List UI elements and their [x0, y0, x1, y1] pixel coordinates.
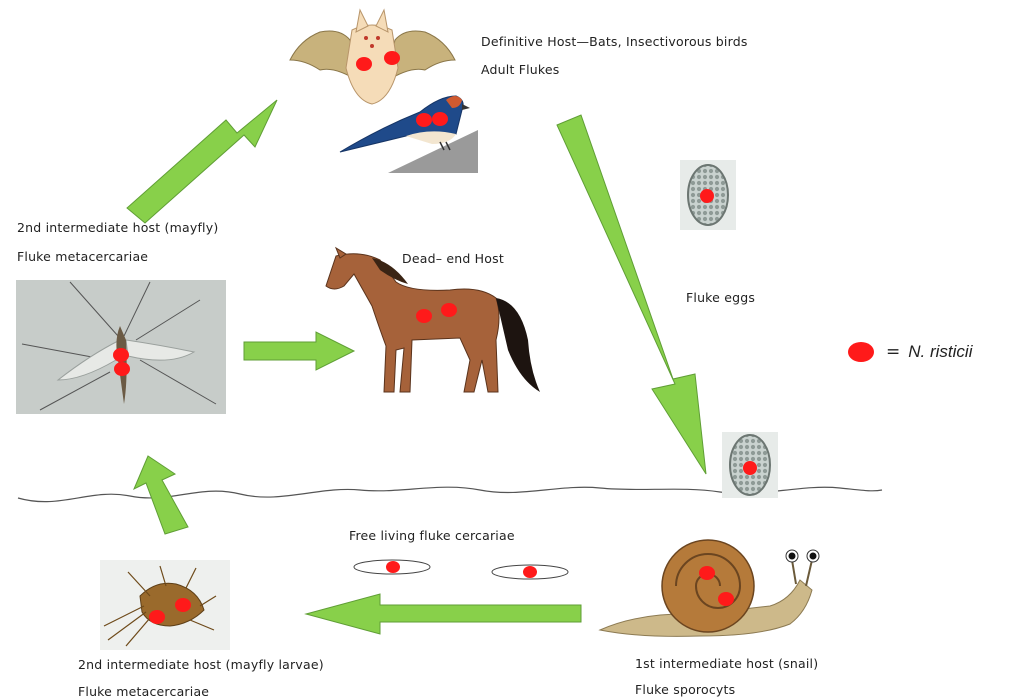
pathogen-marker	[114, 362, 130, 376]
mayfly-host-label: 2nd intermediate host (mayfly)	[17, 220, 218, 235]
snail-illustration	[600, 540, 819, 636]
pathogen-marker	[432, 112, 448, 126]
legend: = N. risticii	[848, 342, 972, 362]
arrow-snail-to-larvae	[306, 594, 581, 634]
pathogen-marker	[356, 57, 372, 71]
pathogen-marker	[699, 566, 715, 580]
fluke-metacercariae-top-label: Fluke metacercariae	[17, 249, 148, 264]
fluke-sporocyts-label: Fluke sporocyts	[635, 682, 735, 697]
pathogen-marker	[441, 303, 457, 317]
pathogen-marker	[384, 51, 400, 65]
legend-marker	[848, 342, 874, 362]
larvae-host-label: 2nd intermediate host (mayfly larvae)	[78, 657, 324, 672]
adult-flukes-label: Adult Flukes	[481, 62, 560, 77]
arrow-mayfly-to-horse	[244, 332, 354, 370]
horse-illustration	[326, 248, 540, 392]
legend-equals: =	[886, 342, 900, 362]
pathogen-marker	[175, 598, 191, 612]
swallow-illustration	[340, 96, 478, 173]
bat-illustration	[290, 10, 455, 104]
fluke-metacercariae-bottom-label: Fluke metacercariae	[78, 684, 209, 699]
free-living-cercariae-label: Free living fluke cercariae	[349, 528, 515, 543]
arrow-mayfly-to-definitive	[127, 100, 277, 223]
snail-host-label: 1st intermediate host (snail)	[635, 656, 818, 671]
pathogen-marker	[416, 309, 432, 323]
definitive-host-label: Definitive Host—Bats, Insectivorous bird…	[481, 34, 748, 49]
pathogen-marker	[743, 461, 757, 475]
pathogen-marker	[416, 113, 432, 127]
pathogen-marker	[700, 189, 714, 203]
pathogen-marker	[386, 561, 400, 573]
pathogen-marker	[113, 348, 129, 362]
pathogen-marker	[523, 566, 537, 578]
dead-end-host-label: Dead– end Host	[402, 251, 504, 266]
pathogen-marker	[718, 592, 734, 606]
legend-text: N. risticii	[908, 342, 972, 362]
fluke-eggs-label: Fluke eggs	[686, 290, 755, 305]
mayfly-photo	[16, 280, 226, 414]
mayfly-larva-photo	[100, 560, 230, 650]
pathogen-marker	[149, 610, 165, 624]
